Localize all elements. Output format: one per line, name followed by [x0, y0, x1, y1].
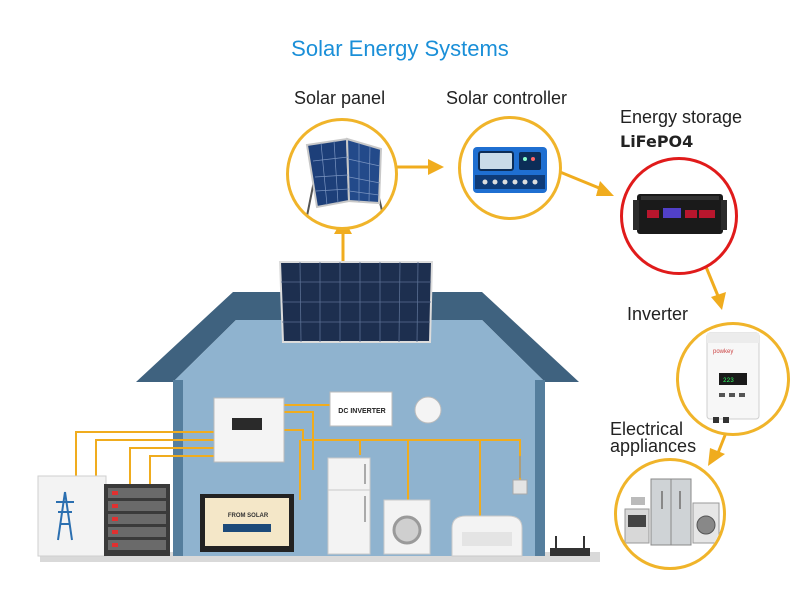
- energy-storage-node: [620, 157, 738, 275]
- dc-inverter-label: DC INVERTER: [338, 408, 386, 415]
- wall-edge-right: [535, 380, 545, 556]
- roof: [136, 292, 579, 382]
- hybrid-inverter-icon: powkey 223: [706, 332, 760, 423]
- solar-controller-label: Solar controller: [446, 88, 568, 108]
- arrow-storage-to-inverter-head: [711, 292, 726, 310]
- inverter-node: powkey 223: [676, 322, 790, 436]
- dc-inverter-box: [329, 391, 393, 427]
- svg-text:powkey: powkey: [713, 349, 733, 355]
- arrow-controller-to-storage-head: [596, 181, 614, 196]
- appliances-icon: [624, 478, 720, 546]
- arrow-inverter-to-appliances-head: [708, 448, 725, 466]
- energy-storage-label: Energy storage: [620, 107, 743, 127]
- arrow-panel-to-controller-head: [428, 159, 444, 175]
- grid-connection-box: [37, 475, 107, 557]
- wall-inverter-display: [232, 418, 262, 430]
- svg-text:223: 223: [723, 377, 734, 384]
- fridge: [327, 457, 371, 555]
- lamp: [512, 479, 528, 495]
- power-pylon-icon: [56, 491, 74, 541]
- arrow-controller-to-storage: [559, 170, 605, 192]
- charge-controller-icon: [473, 147, 547, 193]
- solar-controller-node: [458, 116, 562, 220]
- diagram-title: Solar Energy Systems: [291, 36, 509, 61]
- energy-storage-type-label: LiFePO4: [620, 132, 694, 151]
- wall-edge-left: [173, 380, 183, 556]
- electrical-appliances-label: Electrical appliances: [610, 419, 697, 456]
- battery-rack: [104, 484, 170, 556]
- roof-solar-panel: [278, 261, 434, 343]
- solar-panel-icon: [305, 137, 384, 217]
- solar-panel-label: Solar panel: [294, 88, 386, 108]
- meter-icon: [414, 396, 442, 424]
- router: [550, 548, 590, 556]
- ground: [40, 552, 600, 562]
- tv-screen-text: FROM SOLAR: [227, 513, 269, 519]
- lifepo4-battery-icon: [633, 194, 727, 234]
- inverter-label: Inverter: [627, 304, 689, 324]
- solar-panel-node: [286, 118, 398, 230]
- appliances-node: [614, 458, 726, 570]
